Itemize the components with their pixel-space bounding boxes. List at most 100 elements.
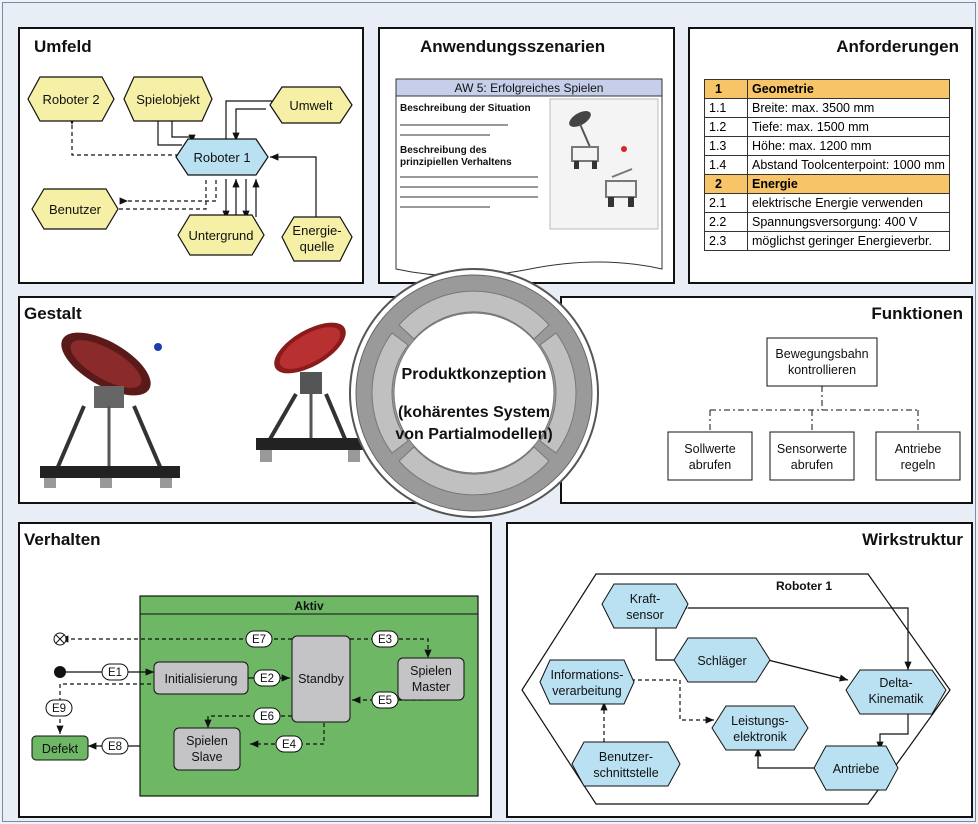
verhalten-panel: Verhalten Aktiv [18, 522, 492, 818]
benutzerschnittstelle-node [571, 741, 681, 787]
event-e4 [275, 735, 303, 753]
event-e9-label: E9 [52, 703, 66, 715]
function-root [766, 337, 878, 387]
benutzer-label-2: schnittstelle [593, 766, 658, 780]
wirkstruktur-diagram: Roboter 1 Kraft- sensor Schläger Informa… [521, 573, 951, 805]
requirement-number: 1.3 [704, 136, 748, 156]
delta-label-1: Delta- [879, 676, 912, 690]
requirement-text: Breite: max. 3500 mm [747, 98, 950, 118]
event-e6 [253, 707, 281, 725]
requirement-text: Abstand Toolcenterpoint: 1000 mm [747, 155, 950, 175]
event-e2-label: E2 [260, 673, 274, 685]
info-label-1: Informations- [551, 668, 624, 682]
event-e5-label: E5 [378, 695, 392, 707]
schlaeger-label: Schläger [697, 654, 746, 668]
umwelt-node [269, 86, 353, 124]
umfeld-panel: Umfeld [18, 27, 364, 284]
scenario-behaviour-1: Beschreibung des [400, 145, 487, 156]
ring-segment-bottom [398, 446, 550, 496]
requirement-text: möglichst geringer Energieverbr. [747, 231, 950, 251]
informationsverarbeitung-node [539, 659, 635, 705]
spielobjekt-node [123, 76, 213, 122]
anforderungen-title: Anforderungen [836, 37, 959, 56]
function-sollwerte [667, 431, 753, 481]
function-c3-label-2: regeln [901, 458, 936, 472]
roboter1-node [175, 138, 269, 176]
function-sensorwerte [769, 431, 855, 481]
roboter2-node [27, 76, 115, 122]
event-e4-label: E4 [282, 739, 297, 751]
event-e3-label: E3 [378, 634, 392, 646]
state-initialisierung-label: Initialisierung [165, 672, 238, 686]
benutzer-label: Benutzer [49, 202, 102, 217]
state-slave-label-2: Slave [191, 750, 222, 764]
state-machine: Aktiv Initialisierung Stan [31, 595, 479, 797]
wirkstruktur-title: Wirkstruktur [862, 530, 963, 549]
scenario-header: AW 5: Erfolgreiches Spielen [455, 81, 604, 95]
event-e3 [371, 630, 399, 648]
scenario-situation: Beschreibung der Situation [400, 103, 531, 114]
requirement-number: 1.2 [704, 117, 748, 137]
state-slave-label-1: Spielen [186, 734, 228, 748]
function-c1-label-2: abrufen [689, 458, 731, 472]
funktionen-panel: Funktionen Bewegungsbahn kontrollieren S… [560, 296, 973, 504]
final-state [53, 632, 67, 646]
benutzer-node [31, 188, 119, 230]
event-e2 [253, 669, 281, 687]
function-tree: Bewegungsbahn kontrollieren Sollwerte ab… [667, 337, 961, 481]
center-subtitle-2: von Partialmodellen) [395, 426, 552, 443]
state-defekt [31, 735, 89, 761]
schlaeger-node [673, 637, 771, 683]
state-aktiv-label: Aktiv [294, 599, 324, 613]
center-title: Produktkonzeption [402, 366, 547, 383]
event-e8 [101, 737, 129, 755]
state-initialisierung [153, 661, 249, 695]
roboter1-label: Roboter 1 [193, 150, 250, 165]
event-e5 [371, 691, 399, 709]
event-e8-label: E8 [108, 741, 122, 753]
leistungselektronik-node [711, 705, 809, 751]
leistung-label-2: elektronik [733, 730, 787, 744]
ring-segment-right [539, 332, 577, 454]
anwendung-panel: Anwendungsszenarien AW 5: Erfolgreiches … [378, 27, 675, 284]
requirement-number: 1.1 [704, 98, 748, 118]
state-standby [291, 635, 351, 723]
verhalten-title: Verhalten [24, 530, 101, 549]
roboter2-label: Roboter 2 [42, 92, 99, 107]
ring-segment-top [398, 290, 550, 340]
requirement-text: Höhe: max. 1200 mm [747, 136, 950, 156]
requirement-number: 1 [704, 79, 748, 99]
umfeld-diagram: Roboter 2 Spielobjekt Umwelt Roboter 1 B… [27, 76, 353, 262]
delta-label-2: Kinematik [869, 692, 925, 706]
event-e6-label: E6 [260, 711, 274, 723]
requirement-number: 2.1 [704, 193, 748, 213]
function-c1-label-1: Sollwerte [684, 442, 735, 456]
untergrund-node [177, 214, 265, 256]
benutzer-label-1: Benutzer- [599, 750, 653, 764]
scenario-document: AW 5: Erfolgreiches Spielen Beschreibung… [395, 78, 663, 277]
spielobjekt-label: Spielobjekt [136, 92, 200, 107]
requirement-number: 2 [704, 174, 748, 194]
antriebe-label: Antriebe [833, 762, 880, 776]
ring-segment-left [371, 332, 409, 454]
state-standby-label: Standby [298, 672, 345, 686]
event-e7 [245, 630, 273, 648]
energiequelle-node [281, 216, 353, 262]
gestalt-title: Gestalt [24, 304, 82, 323]
event-e7-label: E7 [252, 634, 266, 646]
requirement-text: Spannungsversorgung: 400 V [747, 212, 950, 232]
requirement-text: elektrische Energie verwenden [747, 193, 950, 213]
untergrund-label: Untergrund [188, 228, 253, 243]
event-e9 [45, 699, 73, 717]
state-master-label-2: Master [412, 680, 450, 694]
